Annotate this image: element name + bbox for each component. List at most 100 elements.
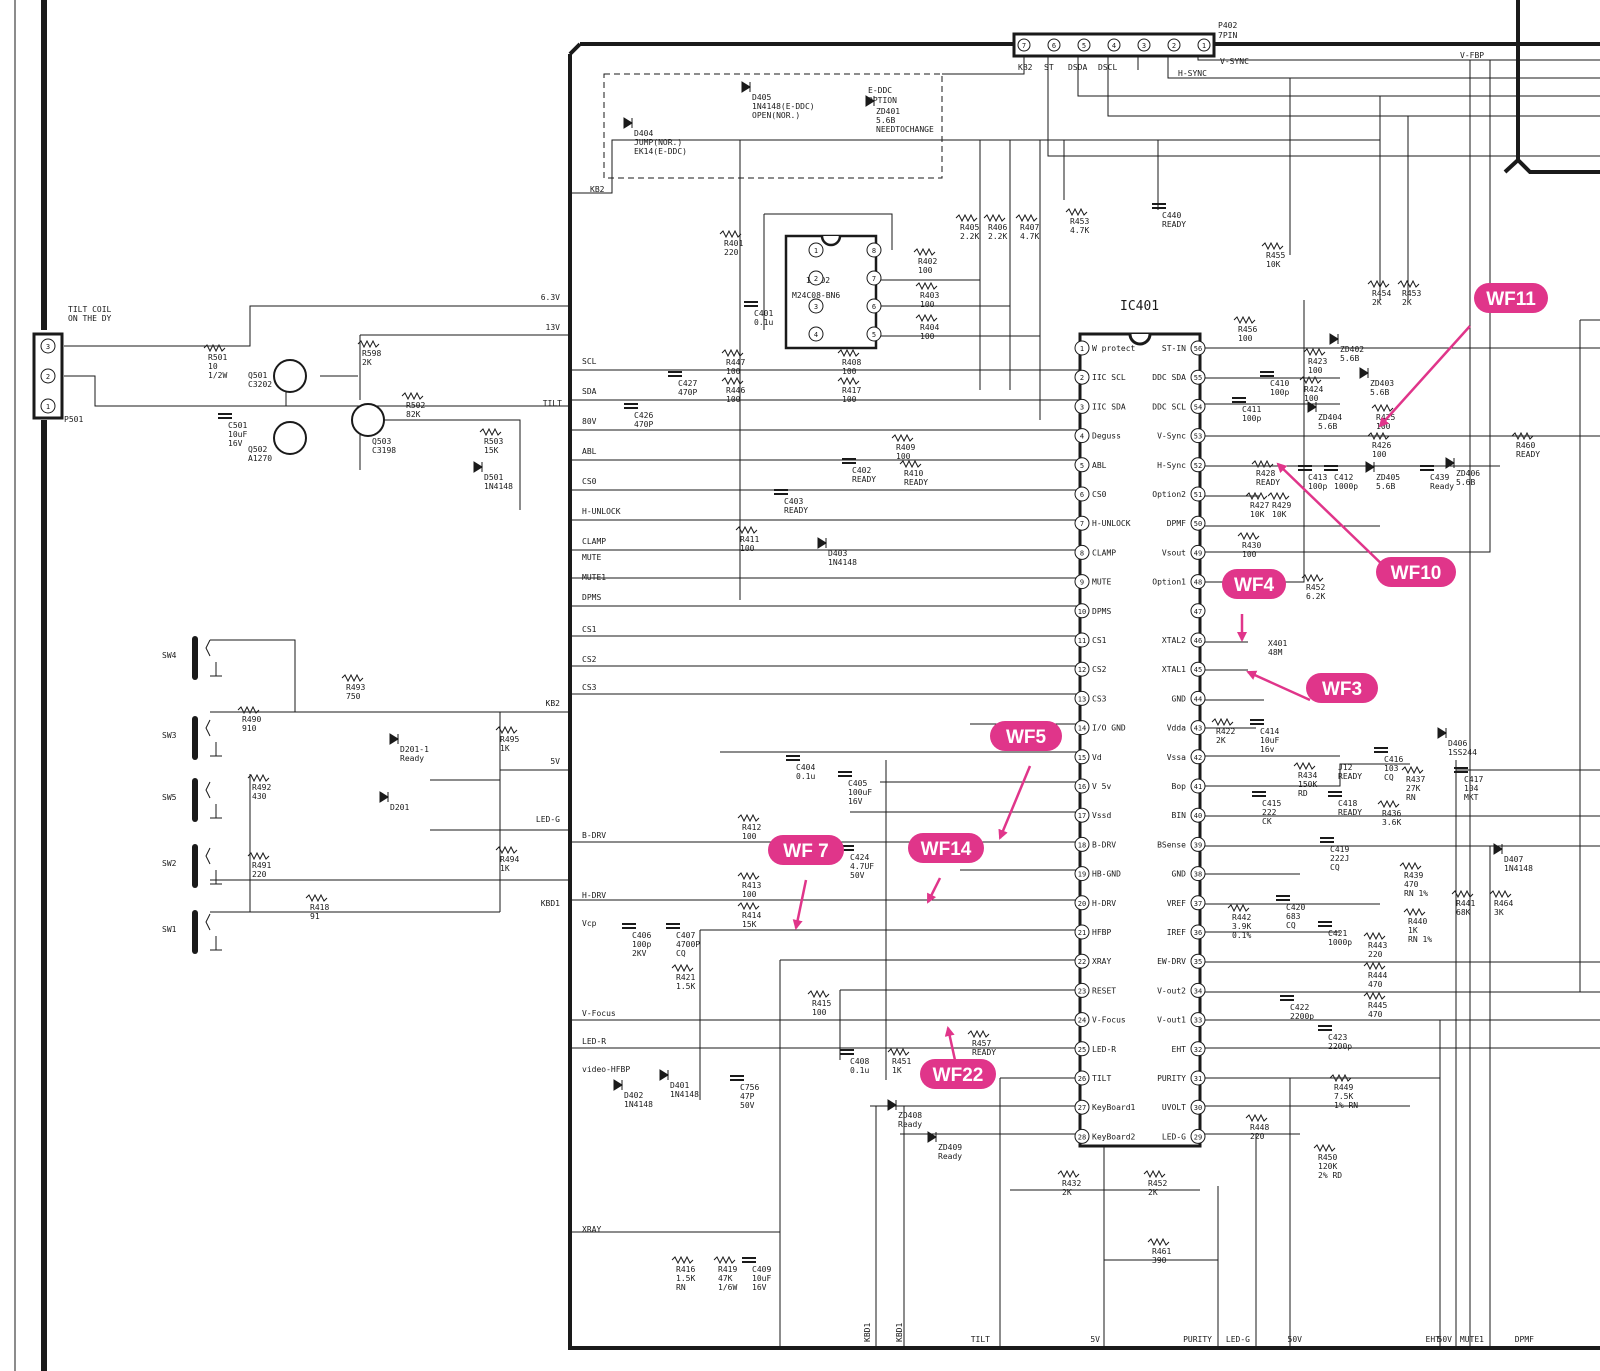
- resistor-symbol: [1367, 279, 1390, 289]
- waveform-marker-wf3: WF3: [1246, 670, 1378, 703]
- ic401-left-pin-label: KeyBoard2: [1092, 1132, 1136, 1141]
- component-value: 5.6B: [1370, 388, 1389, 397]
- component-value: 27K: [1406, 784, 1421, 793]
- component-ref: C440: [1162, 211, 1181, 220]
- component-ref: C407: [676, 931, 695, 940]
- ic401-pin-number: 51: [1194, 491, 1202, 499]
- component-value: 0.1u: [850, 1066, 869, 1075]
- component-ref: C439: [1430, 473, 1449, 482]
- component-value: 5.6B: [876, 116, 895, 125]
- component-ref: R417: [842, 386, 861, 395]
- resistor-symbol: [237, 705, 260, 715]
- component-value: 48M: [1268, 648, 1283, 657]
- capacitor-symbol: [774, 489, 788, 495]
- marker-label: WF5: [1006, 727, 1047, 748]
- ic401-left-pin-label: ABL: [1092, 461, 1107, 470]
- component-ref: R422: [1216, 727, 1235, 736]
- ic401-pin-number: 38: [1194, 871, 1202, 879]
- top-net-label: H-SYNC: [1178, 69, 1207, 78]
- p501-pin-number: 3: [46, 343, 50, 351]
- ic401-pin-number: 49: [1194, 549, 1202, 557]
- ic401-pin-44: [1190, 690, 1206, 706]
- resistor-symbol: [721, 376, 744, 386]
- component-extra: 2% RD: [1318, 1171, 1342, 1180]
- ic401-pin-53: [1190, 428, 1206, 444]
- ic401-pin-25: [1074, 1041, 1090, 1057]
- resistor-symbol: [891, 433, 914, 443]
- bottom-net-label: EHT: [1426, 1335, 1441, 1344]
- component-value: 100: [742, 890, 757, 899]
- ic401-pin-number: 23: [1078, 987, 1086, 995]
- ic401-left-pin-label: Vd: [1092, 753, 1102, 762]
- p402-pin-number: 2: [1172, 42, 1176, 50]
- component-value: 220: [724, 248, 739, 257]
- resistor-symbol: [737, 901, 760, 911]
- ic401-right-pin-label: Bop: [1172, 782, 1187, 791]
- component-value: 10K: [1250, 510, 1265, 519]
- component-value: 430: [252, 792, 267, 801]
- ic401-right-pin-label: DPMF: [1167, 519, 1186, 528]
- component-ref: R413: [742, 881, 761, 890]
- component-value: 2K: [1062, 1188, 1072, 1197]
- ic401-left-pin-label: V 5v: [1092, 782, 1111, 791]
- ic401-pin-number: 9: [1080, 579, 1084, 587]
- ic402-pin-number: 6: [872, 303, 876, 311]
- component-value: 100: [918, 266, 933, 275]
- diode-symbol: [379, 791, 389, 803]
- component-ref: R461: [1152, 1247, 1171, 1256]
- e-ddc-option-box: [603, 73, 943, 179]
- p402-pin-3: [1137, 38, 1151, 52]
- component-extra: 16V: [228, 439, 243, 448]
- component-ref: R418: [310, 903, 329, 912]
- component-value: 1N4148: [1504, 864, 1533, 873]
- component-extra: RN 1%: [1408, 935, 1432, 944]
- capacitor-symbol: [622, 923, 636, 929]
- resistor-symbol: [1065, 207, 1088, 217]
- p402-pin-1: [1197, 38, 1211, 52]
- ic401-pin-number: 29: [1194, 1133, 1202, 1141]
- component-d201: D201: [379, 791, 409, 812]
- ic401-left-pin-label: IIC SCL: [1092, 373, 1126, 382]
- component-ref: D501: [484, 473, 503, 482]
- component-value: 10uF: [752, 1274, 771, 1283]
- bottom-net-label: 50V: [1438, 1335, 1453, 1344]
- ic401-pin-11: [1074, 632, 1090, 648]
- switch-label: SW5: [162, 793, 177, 802]
- component-value: 100p: [1242, 414, 1261, 423]
- marker-pill: [920, 1059, 996, 1089]
- switch-label: SW2: [162, 859, 177, 868]
- component-ref: ZD401: [876, 107, 900, 116]
- ic401-right-pin-label: GND: [1172, 870, 1187, 879]
- capacitor-symbol: [842, 458, 856, 464]
- p402-pin-7: [1017, 38, 1031, 52]
- component-ref: R426: [1372, 441, 1391, 450]
- ic401-pin-38: [1190, 866, 1206, 882]
- resistor-symbol: [1371, 403, 1394, 413]
- ic401-pin-number: 34: [1194, 987, 1202, 995]
- ic402-pin-8: [866, 242, 882, 258]
- component-value: 10K: [1266, 260, 1281, 269]
- ic401-right-pin-label: LED-G: [1162, 1132, 1186, 1141]
- capacitor-symbol: [730, 1075, 744, 1081]
- component-value: 100: [1304, 394, 1319, 403]
- resistor-symbol: [1401, 765, 1424, 775]
- component-value: 82K: [406, 410, 421, 419]
- component-ref: D401: [670, 1081, 689, 1090]
